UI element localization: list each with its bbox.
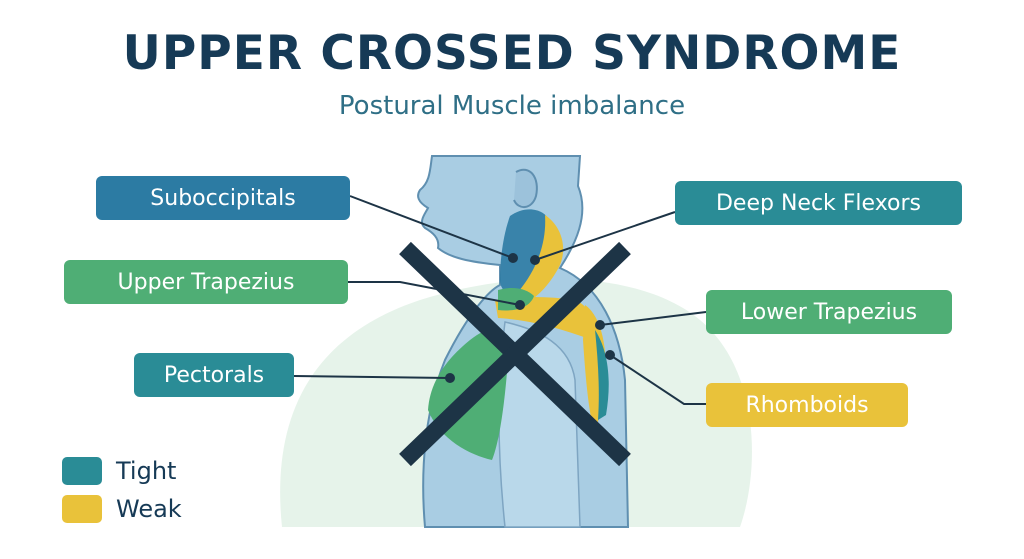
legend-swatch-tight: [62, 457, 102, 485]
leader-deep-neck-flexors: [534, 211, 676, 261]
leader-dot-upper-trapezius: [515, 300, 525, 310]
cross-line-2: [399, 241, 631, 467]
rhomboids-muscle: [595, 330, 609, 420]
leader-upper-trapezius: [348, 281, 521, 306]
leader-dot-suboccipitals: [508, 253, 518, 263]
crossed-x-mark: [399, 241, 631, 467]
leader-dot-pectorals: [445, 373, 455, 383]
page-title: UPPER CROSSED SYNDROME: [122, 26, 902, 81]
legend-item-tight: Tight: [62, 452, 182, 490]
ear: [513, 168, 538, 208]
label-pectorals: Pectorals: [134, 353, 294, 397]
leader-lower-trapezius: [599, 311, 707, 326]
legend: Tight Weak: [62, 452, 182, 528]
label-lower-trapezius: Lower Trapezius: [706, 290, 952, 334]
label-rhomboids: Rhomboids: [706, 383, 908, 427]
leader-lines: [293, 195, 707, 405]
leader-dot-rhomboids: [605, 350, 615, 360]
label-deep-neck-flexors: Deep Neck Flexors: [675, 181, 962, 225]
legend-swatch-weak: [62, 495, 102, 523]
deep-neck-flexors-muscle: [518, 215, 564, 305]
leader-pectorals: [293, 375, 451, 379]
leader-dot-deep-neck-flexors: [530, 255, 540, 265]
leader-dot-lower-trapezius: [595, 320, 605, 330]
legend-label-weak: Weak: [116, 495, 182, 523]
suboccipitals-muscle: [500, 209, 551, 295]
label-suboccipitals: Suboccipitals: [96, 176, 350, 220]
legend-label-tight: Tight: [116, 457, 177, 485]
legend-item-weak: Weak: [62, 490, 182, 528]
leader-rhomboids: [609, 354, 706, 405]
label-upper-trapezius: Upper Trapezius: [64, 260, 348, 304]
page-subtitle: Postural Muscle imbalance: [338, 91, 686, 121]
leader-suboccipitals: [349, 195, 514, 259]
upper-trapezius-tight: [498, 288, 534, 311]
